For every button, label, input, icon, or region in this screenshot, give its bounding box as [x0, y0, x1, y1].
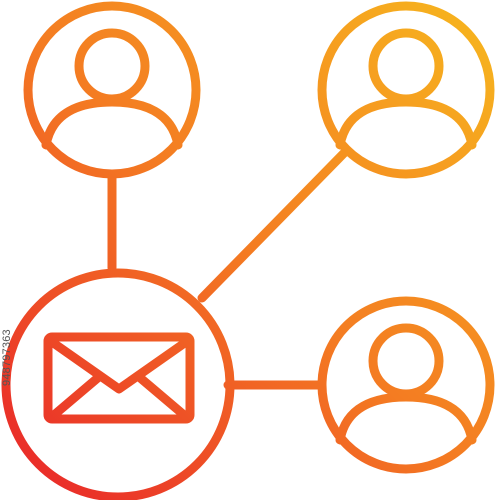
mail-hub-ring [1, 268, 235, 500]
mail-hub-node [1, 268, 235, 500]
connector-line-diagonal [197, 145, 352, 303]
user-node-ring [317, 1, 495, 179]
stock-id-text: 948797363 [1, 329, 13, 386]
user-node-bottom-right [317, 296, 495, 474]
user-icon [335, 28, 477, 150]
user-icon [335, 323, 477, 445]
user-node-ring [23, 1, 201, 179]
user-icon [41, 28, 183, 150]
user-node-top-right [317, 1, 495, 179]
user-node-ring [317, 296, 495, 474]
envelope-icon [43, 332, 195, 424]
user-node-top-left [23, 1, 201, 179]
